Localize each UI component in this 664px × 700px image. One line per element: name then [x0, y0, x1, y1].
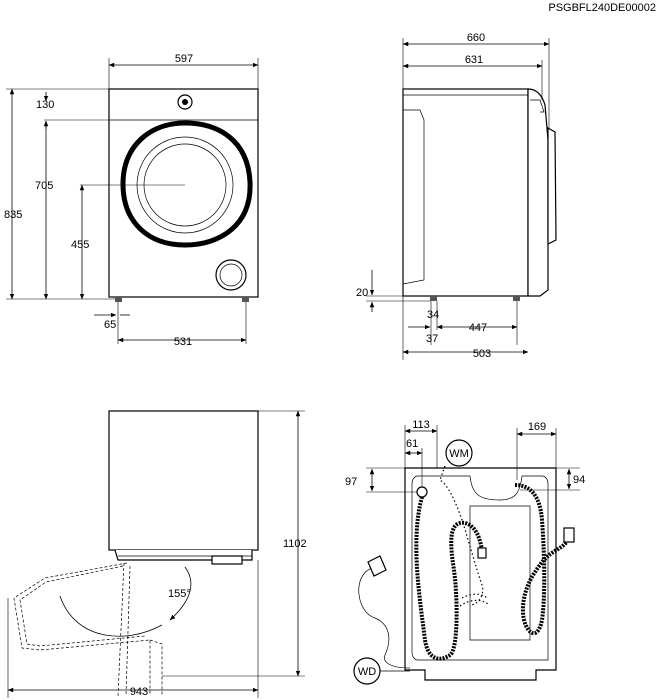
side-foot-span-label: 447: [469, 322, 487, 334]
front-door-lower-label: 455: [71, 239, 89, 251]
inlet-connection: [416, 486, 428, 498]
document-code: PSGBFL240DE00002: [548, 2, 656, 14]
front-foot-span-label: 531: [174, 336, 192, 348]
filter-cover: [215, 259, 247, 291]
front-door-center-label: 705: [35, 180, 53, 192]
power-cord: [358, 567, 411, 669]
side-front-panel: [527, 88, 549, 297]
total-width-open-label: 943: [130, 686, 148, 698]
side-cabinet: [402, 88, 529, 297]
door-angle-arc: [59, 595, 163, 637]
front-view: 597 835 130 705 455 65 531: [4, 53, 259, 348]
water-path: [439, 465, 484, 606]
rear-view: WM WD 113 61 169 97 94: [345, 419, 585, 685]
open-door-outline: [13, 562, 163, 697]
front-foot-offset-label: 65: [104, 319, 116, 331]
inlet-hose: [414, 496, 484, 661]
inlet-hose-offset-label: 61: [406, 438, 418, 450]
wm-marker: [445, 439, 473, 467]
side-foot-height-label: 20: [356, 287, 368, 299]
side-base-depth-label: 503: [473, 348, 491, 360]
drain-hose: [514, 483, 570, 636]
front-total-height-label: 835: [4, 209, 22, 221]
side-foot-front-label: 34: [427, 309, 439, 321]
rear-cabinet: [404, 467, 557, 681]
side-foot-back-label: 37: [426, 333, 438, 345]
door-angle-label: 155°: [168, 588, 191, 600]
side-depth-total-label: 660: [467, 32, 485, 44]
door-open-height-label: 1102: [283, 538, 307, 550]
wm-label: WM: [449, 448, 469, 460]
wd-label: WD: [358, 666, 376, 678]
drain-height-label: 94: [573, 474, 585, 486]
side-depth-body-label: 631: [465, 54, 483, 66]
front-door: [120, 120, 253, 248]
front-foot-right: [242, 297, 249, 302]
side-door-profile: [547, 126, 557, 245]
inlet-height-label: 97: [345, 476, 357, 488]
top-cabinet: [108, 410, 259, 551]
front-foot-left: [115, 297, 122, 302]
power-plug: [367, 555, 387, 577]
side-view: 660 631 20 34 447 37 503: [356, 32, 557, 360]
side-rear-cover: [402, 109, 425, 285]
front-width-label: 597: [175, 53, 193, 65]
front-top-offset-label: 130: [36, 99, 54, 111]
drain-offset-label: 169: [528, 421, 546, 433]
inlet-offset-label: 113: [412, 419, 430, 431]
top-view: 155° 1102 943: [7, 410, 307, 698]
